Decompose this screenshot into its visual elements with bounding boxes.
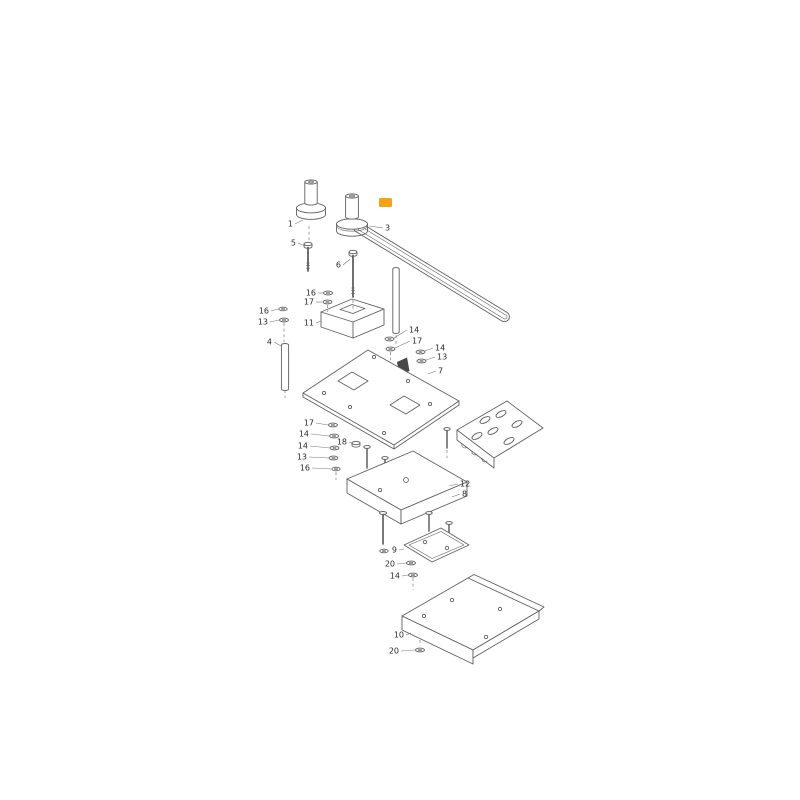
lower-bracket-8 xyxy=(346,450,468,525)
callout-leader-1 xyxy=(294,219,304,225)
callout-label-17: 17 xyxy=(304,298,314,307)
callout-label-5: 5 xyxy=(291,239,296,248)
plate-9 xyxy=(403,511,470,563)
callout-label-3: 3 xyxy=(385,224,390,233)
callout-label-13: 13 xyxy=(437,353,447,362)
callout-leader-18 xyxy=(348,441,353,444)
highlight-marker xyxy=(379,198,392,207)
bracket-11 xyxy=(320,298,385,339)
callout-label-20: 20 xyxy=(385,560,395,569)
bolt-below-bracket xyxy=(378,511,389,554)
stud xyxy=(392,267,400,334)
callout-leader-14 xyxy=(310,433,330,437)
callout-leader-12 xyxy=(448,483,459,487)
side-plate xyxy=(456,400,544,469)
callout-leader-13 xyxy=(425,356,436,361)
callout-leader-10 xyxy=(405,632,412,636)
bolt-5 xyxy=(303,241,313,272)
fastener-column xyxy=(328,422,361,472)
callout-leader-14 xyxy=(309,445,331,449)
alignment-lines xyxy=(283,226,448,646)
callout-leader-16 xyxy=(270,308,279,312)
chute-10 xyxy=(401,574,545,665)
callout-label-17: 17 xyxy=(304,419,314,428)
callout-leader-20 xyxy=(400,649,416,652)
callout-label-9: 9 xyxy=(392,546,397,555)
callout-leader-17 xyxy=(394,340,411,349)
bolt-6 xyxy=(348,249,358,298)
washers-upper xyxy=(278,290,427,364)
callout-label-8: 8 xyxy=(462,490,467,499)
callout-label-14: 14 xyxy=(390,572,400,581)
callout-label-16: 16 xyxy=(259,307,269,316)
callout-label-14: 14 xyxy=(409,326,419,335)
callout-label-7: 7 xyxy=(438,367,443,376)
callout-label-16: 16 xyxy=(306,289,316,298)
callout-label-4: 4 xyxy=(267,338,272,347)
callout-leader-7 xyxy=(427,370,437,375)
callout-leader-14 xyxy=(401,574,409,577)
callout-label-18: 18 xyxy=(337,438,347,447)
callout-label-1: 1 xyxy=(288,220,293,229)
washers-lower xyxy=(406,560,425,653)
callout-leader-9 xyxy=(398,548,405,551)
callout-label-14: 14 xyxy=(298,442,308,451)
callout-leader-14 xyxy=(393,329,408,339)
callout-leader-4 xyxy=(273,341,282,347)
callout-label-6: 6 xyxy=(336,261,341,270)
callout-leader-13 xyxy=(308,456,330,459)
callout-leader-16 xyxy=(311,467,332,470)
callout-label-14: 14 xyxy=(435,344,445,353)
spacer-4 xyxy=(280,343,290,391)
callout-leader-17 xyxy=(315,422,329,426)
callout-leader-14 xyxy=(424,347,434,352)
callout-leader-6 xyxy=(342,258,351,266)
callout-leader-8 xyxy=(451,493,461,498)
callout-leader-11 xyxy=(315,320,322,324)
callout-label-12: 12 xyxy=(460,480,470,489)
pulley-3 xyxy=(336,193,368,237)
callout-label-10: 10 xyxy=(394,631,404,640)
callout-label-11: 11 xyxy=(304,319,314,328)
callout-leader-13 xyxy=(269,319,280,323)
callout-label-17: 17 xyxy=(412,337,422,346)
callout-leader-3 xyxy=(368,225,384,229)
callout-label-20: 20 xyxy=(389,647,399,656)
deck-plate-7 xyxy=(302,349,460,450)
callout-leader-5 xyxy=(297,242,306,247)
pulley-1 xyxy=(296,179,326,220)
callout-label-16: 16 xyxy=(300,464,310,473)
callout-leader-20 xyxy=(396,562,407,565)
callout-label-14: 14 xyxy=(299,430,309,439)
callout-label-13: 13 xyxy=(297,453,307,462)
callout-label-13: 13 xyxy=(258,318,268,327)
